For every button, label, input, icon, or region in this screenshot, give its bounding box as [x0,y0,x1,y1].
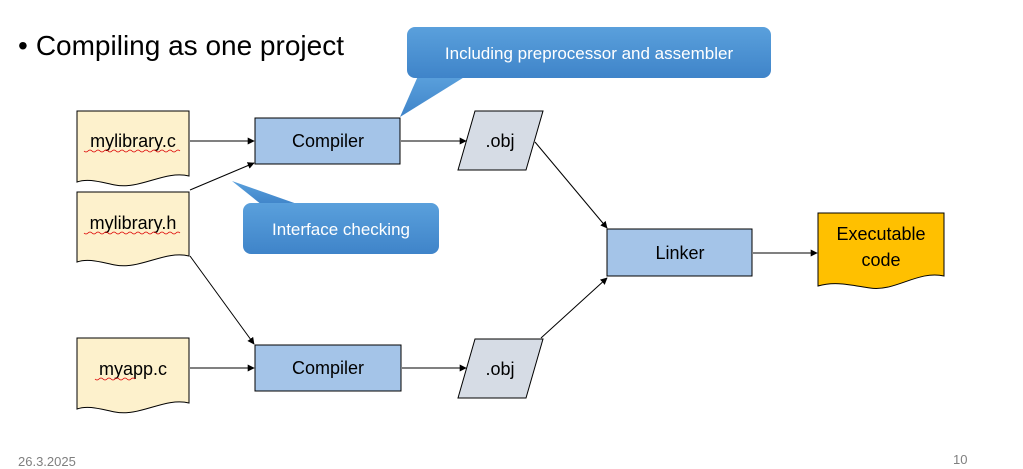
compiler-top-label: Compiler [292,131,364,151]
spellcheck-underline [94,377,136,381]
obj-top-shape: .obj [457,110,544,171]
linker-label: Linker [655,243,704,263]
compiler-bottom-box: Compiler [254,344,402,392]
file-mylibrary-h: mylibrary.h [76,191,190,267]
arrow-mylibrary-h-to-compiler-top [189,162,255,191]
page-number: 10 [953,452,968,467]
executable-code-doc: Executable code [817,212,945,289]
arrow-obj-bottom-to-linker [540,277,608,339]
executable-line2: code [861,250,900,270]
obj-bottom-shape: .obj [457,338,544,399]
file-mylibrary-c: mylibrary.c [76,110,190,187]
slide-title: •Compiling as one project [18,30,344,62]
file-myapp-c: myapp.c [76,337,190,414]
executable-line1: Executable [836,224,925,244]
callout-interface: Interface checking [232,181,439,254]
obj-bottom-label: .obj [485,359,514,379]
spellcheck-underline [83,149,181,153]
bullet-icon: • [18,30,28,61]
footer-date: 26.3.2025 [18,454,76,469]
compiler-top-box: Compiler [254,117,401,165]
compiler-bottom-label: Compiler [292,358,364,378]
obj-top-label: .obj [485,131,514,151]
arrow-mylibrary-h-to-compiler-bottom [189,255,255,345]
file-mylibrary-c-label: mylibrary.c [90,131,176,151]
callout-preprocessor: Including preprocessor and assembler [400,27,771,117]
arrow-obj-top-to-linker [534,141,608,229]
connectors [189,137,818,372]
spellcheck-underline [83,231,181,235]
title-text: Compiling as one project [35,30,344,61]
file-myapp-c-label: myapp.c [99,359,167,379]
linker-box: Linker [606,228,753,277]
callout-interface-text: Interface checking [272,220,410,239]
file-mylibrary-h-label: mylibrary.h [90,213,177,233]
callout-preprocessor-text: Including preprocessor and assembler [445,44,734,63]
